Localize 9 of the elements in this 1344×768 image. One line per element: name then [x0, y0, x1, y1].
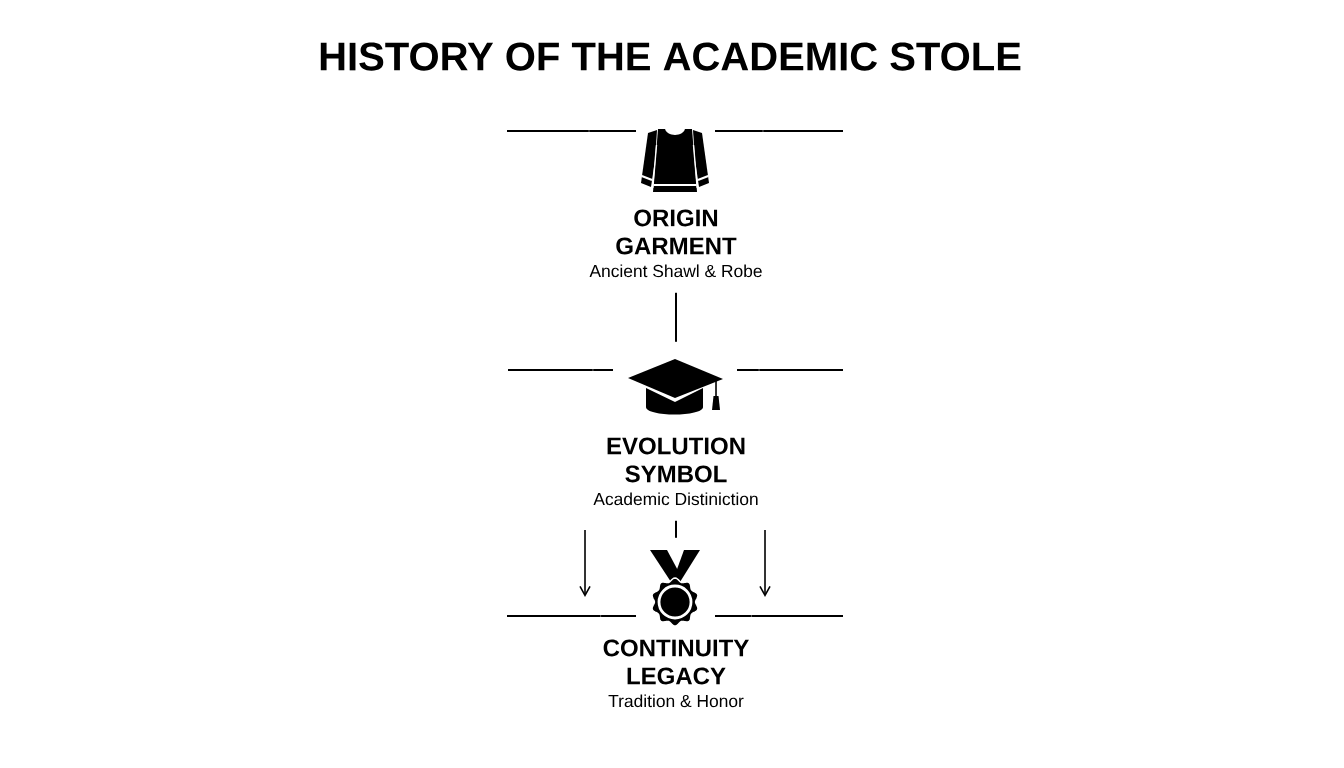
- stage-heading: ORIGIN GARMENT: [616, 209, 737, 255]
- stage-subtitle: Academic Distiniction: [593, 492, 758, 506]
- title: HISTORY OF THE ACADEMIC STOLE: [320, 42, 1021, 71]
- connector-line: [675, 291, 677, 343]
- stage-subtitle: Tradition & Honor: [608, 694, 744, 708]
- connector-line: [675, 519, 677, 539]
- stage-subtitle: Ancient Shawl & Robe: [589, 264, 762, 278]
- stage-heading: EVOLUTION SYMBOL: [607, 437, 745, 483]
- stage-heading: CONTINUITY LEGACY: [603, 639, 749, 685]
